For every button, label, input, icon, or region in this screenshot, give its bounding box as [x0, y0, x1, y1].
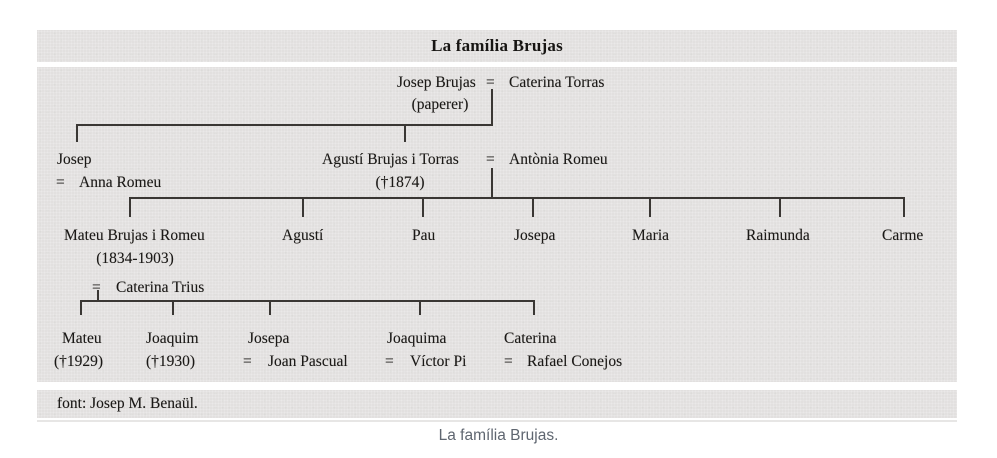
gen3-drop-maria: [649, 197, 651, 217]
gen3-drop-agusti: [302, 197, 304, 217]
marriage-equals-mateu: =: [92, 279, 101, 296]
person-anna-romeu: Anna Romeu: [79, 174, 162, 191]
gen4-drop-joaquim: [172, 300, 174, 315]
gen3-drop-carme: [903, 197, 905, 217]
marriage-equals-josep: =: [56, 174, 65, 191]
person-josep: Josep: [57, 151, 92, 168]
figure-source-band: font: Josep M. Benaül.: [37, 390, 957, 418]
person-caterina-jr: Caterina: [504, 330, 557, 347]
person-caterina-trius: Caterina Trius: [116, 279, 205, 296]
person-agusti-jr: Agustí: [282, 227, 324, 244]
marriage-equals-agusti: =: [486, 151, 495, 168]
gen2-couple-drop-line: [491, 168, 493, 199]
marriage-equals-josepa: =: [243, 353, 252, 370]
person-joaquima: Joaquima: [387, 330, 447, 347]
scan-bottom-edge: [37, 420, 957, 422]
person-josepa-jr: Josepa: [248, 330, 290, 347]
gen4-drop-josepa: [269, 300, 271, 315]
gen4-drop-caterina: [533, 300, 535, 315]
figure-title: La família Brujas: [431, 36, 563, 55]
gen3-drop-mateu: [129, 197, 131, 217]
gen3-sibling-line: [129, 197, 905, 199]
person-pau: Pau: [412, 227, 436, 244]
person-joaquim: Joaquim: [146, 330, 199, 347]
person-carme: Carme: [882, 227, 924, 244]
source-note: font: Josep M. Benaül.: [57, 395, 198, 412]
person-raimunda: Raimunda: [746, 227, 810, 244]
person-antonia-romeu: Antònia Romeu: [509, 151, 608, 168]
gen4-sibling-line: [80, 300, 535, 302]
note-paperer: (paperer): [411, 96, 469, 113]
note-death-1929: (†1929): [54, 353, 104, 370]
note-death-1930: (†1930): [146, 353, 196, 370]
person-mateu-brujas-i-romeu: Mateu Brujas i Romeu: [64, 227, 205, 244]
person-victor-pi: Víctor Pi: [410, 353, 467, 370]
person-joan-pascual: Joan Pascual: [268, 353, 348, 370]
gen4-drop-joaquima: [419, 300, 421, 315]
figure-title-band: La família Brujas: [37, 30, 957, 62]
gen3-drop-pau: [422, 197, 424, 217]
gen4-drop-mateu: [80, 300, 82, 315]
gen1-couple-drop-line: [491, 89, 493, 126]
gen2-sibling-line: [76, 124, 493, 126]
person-caterina-torras: Caterina Torras: [509, 74, 605, 91]
note-death-1874: (†1874): [375, 174, 425, 191]
person-rafael-conejos: Rafael Conejos: [527, 353, 623, 370]
person-mateu-jr: Mateu: [62, 330, 102, 347]
gen3-couple-drop-line: [97, 290, 99, 302]
gen2-drop-josep: [76, 124, 78, 142]
family-tree-scan: La família Brujas Josep Brujas = Caterin…: [37, 30, 957, 418]
gen3-drop-raimunda: [779, 197, 781, 217]
tree-canvas: Josep Brujas = Caterina Torras (paperer)…: [37, 67, 957, 382]
person-josep-brujas: Josep Brujas: [397, 74, 476, 91]
gen3-drop-josepa: [532, 197, 534, 217]
marriage-equals-caterina: =: [504, 353, 513, 370]
person-maria: Maria: [632, 227, 670, 244]
person-josepa: Josepa: [514, 227, 556, 244]
marriage-equals-gen1: =: [486, 74, 495, 91]
gen2-drop-agusti: [404, 124, 406, 142]
person-agusti-brujas-i-torras: Agustí Brujas i Torras: [322, 151, 459, 168]
marriage-equals-joaquima: =: [385, 353, 394, 370]
note-1834-1903: (1834-1903): [96, 250, 174, 267]
figure-caption: La família Brujas.: [438, 427, 559, 444]
